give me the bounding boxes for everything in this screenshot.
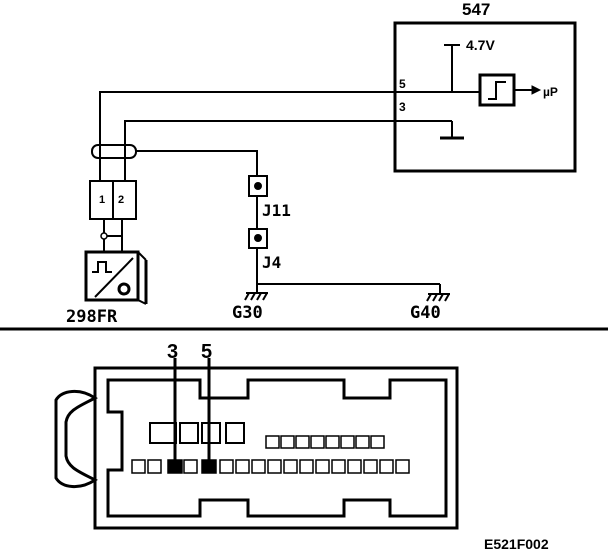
sensor-connector: [89, 180, 137, 220]
ecu-id-label: 547: [462, 0, 490, 19]
ground-g40-label: G40: [410, 303, 441, 323]
junction-j4: [248, 228, 268, 249]
wire-shield: [135, 150, 258, 176]
ecu-pin-3-label: 3: [399, 100, 406, 114]
sensor-id-label: 298FR: [66, 307, 118, 327]
pin-3-label: 3: [167, 341, 178, 363]
ground-g30-symbol: [244, 292, 268, 301]
connector-shell-inner: [106, 378, 448, 518]
ecu-547: [393, 21, 577, 173]
gear-icon: [117, 282, 131, 296]
cavity-row-upper: [265, 435, 385, 449]
ecu-box: [393, 21, 577, 173]
connector-latch: [54, 390, 98, 488]
ecu-pin-5-label: 5: [399, 77, 406, 91]
cavity-row-lower: [131, 459, 410, 474]
ecu-connector-view: [54, 366, 459, 530]
pulse-icon: [92, 261, 112, 273]
sensor-298fr: [84, 250, 148, 305]
junction-j11: [248, 175, 268, 197]
connector-pin-2-label: 2: [118, 194, 124, 206]
connector-pin-1-label: 1: [99, 194, 105, 206]
shield-sheath: [91, 144, 137, 159]
figure-reference: E521F002: [484, 536, 549, 552]
microprocessor-label: µP: [543, 85, 558, 99]
ground-g30-label: G30: [232, 303, 263, 323]
wiring-harness: [99, 91, 480, 293]
sensor-lead-node: [100, 232, 108, 240]
pin-5-label: 5: [201, 341, 212, 363]
junction-j11-label: J11: [262, 201, 291, 220]
ground-g40-symbol: [426, 293, 450, 302]
connector-shell-outer: [93, 366, 459, 530]
junction-j4-label: J4: [262, 253, 281, 272]
wire-pin5: [99, 91, 480, 182]
supply-voltage-label: 4.7V: [466, 37, 495, 53]
wire-pin3: [124, 120, 452, 182]
